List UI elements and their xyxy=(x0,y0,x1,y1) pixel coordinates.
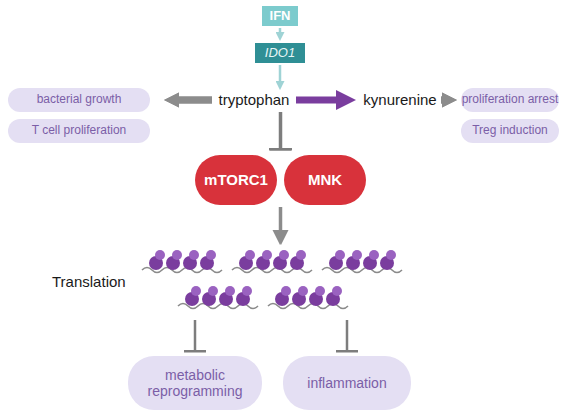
node-text: tryptophan xyxy=(219,91,290,108)
metabolite-node: kynurenine xyxy=(362,90,438,110)
polysome-symbol xyxy=(142,250,222,273)
node-text: MNK xyxy=(308,171,342,188)
outcome-arrow xyxy=(178,97,213,104)
conversion-arrow xyxy=(296,97,338,104)
polysome-symbol xyxy=(178,286,258,309)
outcome-arrow xyxy=(441,97,444,104)
activation-arrow xyxy=(280,207,283,232)
node-text: bacterial growth xyxy=(37,93,122,107)
kinase-pill: mTORC1 xyxy=(195,155,277,205)
node-text: IDO1 xyxy=(265,46,295,61)
node-text: mTORC1 xyxy=(204,171,268,188)
activation-arrow xyxy=(279,28,282,33)
polysome-symbol xyxy=(268,286,348,309)
inhibition-line xyxy=(194,320,197,351)
inhibition-line xyxy=(346,320,349,351)
node-text: inflammation xyxy=(307,375,386,391)
node-text: proliferation arrest xyxy=(462,93,559,107)
kinase-pill: MNK xyxy=(284,155,366,205)
outcome-arrow xyxy=(441,97,444,104)
node-text: IFN xyxy=(270,9,291,24)
node-text: metabolic reprogramming xyxy=(138,367,252,399)
node-text: Translation xyxy=(52,273,126,290)
metabolite-node: tryptophan xyxy=(216,90,292,110)
polysome-symbol xyxy=(322,250,402,273)
outcome-pill: proliferation arrest xyxy=(461,88,559,112)
node-text: kynurenine xyxy=(363,91,436,108)
outcome-pill: Treg induction xyxy=(461,119,559,143)
activation-arrow xyxy=(279,207,282,232)
process-node: Translation xyxy=(40,246,420,318)
node-text: Treg induction xyxy=(472,124,548,138)
outcome-pill: bacterial growth xyxy=(8,88,150,112)
catalysis-arrow xyxy=(279,65,282,82)
outcome-pill: T cell proliferation xyxy=(8,119,150,143)
inhibition-line xyxy=(279,112,282,149)
node-text: T cell proliferation xyxy=(32,124,127,138)
polysome-symbol xyxy=(232,250,312,273)
effect-pill: metabolic reprogramming xyxy=(128,356,262,410)
outcome-arrow xyxy=(178,97,213,104)
inhibition-line xyxy=(280,112,283,149)
effect-pill: inflammation xyxy=(283,356,411,410)
stimulus-box: IFN xyxy=(262,6,298,26)
enzyme-box: IDO1 xyxy=(255,43,305,63)
